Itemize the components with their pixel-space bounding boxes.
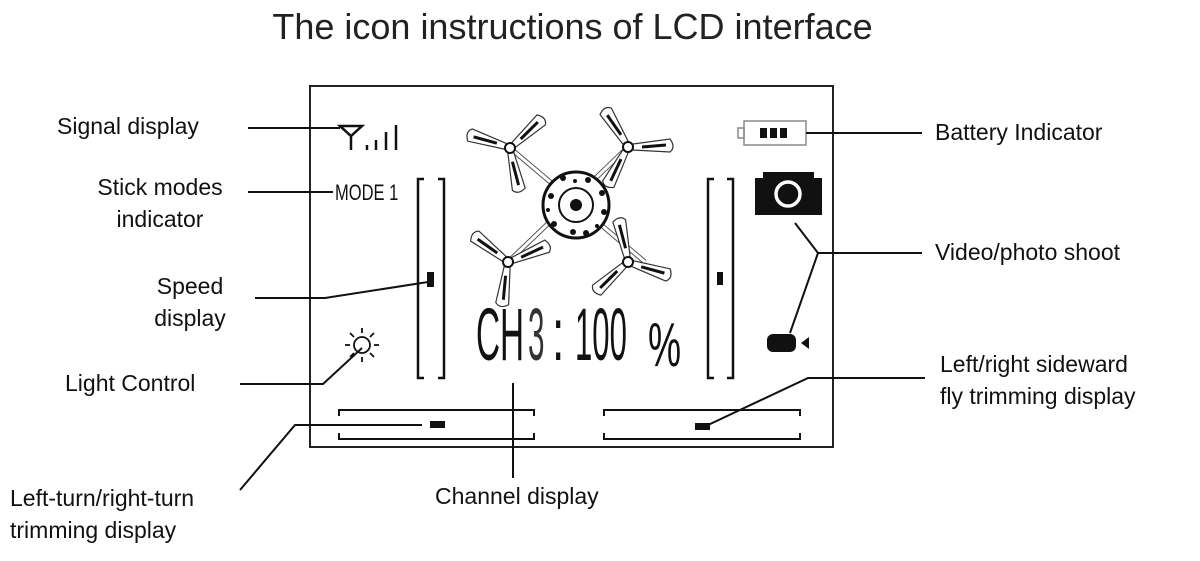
label-line: indicator	[116, 206, 204, 232]
propeller	[470, 230, 551, 308]
left-turn-trim-marker	[430, 421, 445, 428]
label-line: Left-turn/right-turn	[10, 485, 195, 511]
channel-label: CH	[476, 293, 525, 376]
percent-sign: %	[648, 311, 682, 380]
left-turn-trim-bar	[338, 409, 535, 440]
lcd-frame	[309, 85, 834, 448]
propeller-blade-fill	[476, 237, 499, 255]
label-line: display	[154, 305, 226, 331]
leader-lines	[239, 127, 925, 491]
antenna-signal-icon	[336, 124, 398, 150]
propeller	[466, 114, 547, 193]
right-speed-bar	[706, 177, 735, 380]
propeller-blade-fill	[640, 265, 665, 275]
label-line: Stick modes	[97, 174, 223, 200]
propeller-blade-fill	[520, 245, 544, 259]
channel-percent-value: 100	[575, 293, 627, 376]
propeller-blade-fill	[606, 114, 623, 136]
propeller-blade-fill	[510, 161, 521, 186]
propeller-blade-fill	[519, 120, 539, 141]
camera-icon	[755, 172, 822, 215]
channel-colon: :	[552, 293, 565, 376]
propeller	[591, 217, 672, 296]
label-turn-trimming: Left-turn/right-turn trimming display	[10, 482, 194, 546]
propeller-hub	[504, 142, 516, 154]
propeller	[599, 106, 674, 189]
label-channel-display: Channel display	[435, 483, 599, 509]
propeller-blade-fill	[599, 269, 619, 290]
label-sideward-trimming: Left/right sideward fly trimming display	[940, 348, 1136, 412]
right-stick-marker	[717, 272, 723, 285]
light-sun-icon	[345, 328, 379, 362]
propeller-blade-fill	[609, 158, 623, 182]
sideward-trim-bar	[603, 409, 801, 440]
label-battery-indicator: Battery Indicator	[935, 119, 1103, 145]
label-speed-display: Speed display	[140, 270, 240, 334]
video-camera-icon	[767, 334, 809, 352]
left-speed-bar	[416, 177, 446, 380]
label-stick-modes: Stick modes indicator	[80, 171, 240, 235]
diagram-title: The icon instructions of LCD interface	[272, 6, 873, 47]
mode-indicator: MODE 1	[335, 180, 399, 205]
sideward-trim-marker	[695, 423, 710, 430]
propeller-blade-fill	[501, 275, 508, 300]
propeller-hub	[502, 256, 514, 268]
propeller-blade-fill	[617, 224, 628, 249]
label-line: Left/right sideward	[940, 351, 1128, 377]
propeller-hub	[622, 256, 634, 268]
propeller-blade-fill	[473, 135, 498, 145]
label-line: fly trimming display	[940, 383, 1136, 409]
label-line: Speed	[156, 273, 224, 299]
label-line: trimming display	[10, 517, 177, 543]
drone-icon	[466, 106, 674, 308]
label-signal-display: Signal display	[57, 113, 199, 139]
propeller-hub	[622, 141, 634, 153]
label-video-photo: Video/photo shoot	[935, 239, 1121, 265]
propeller-blade-fill	[641, 143, 667, 149]
speed-marker	[427, 272, 434, 287]
channel-number: 3	[528, 293, 545, 376]
label-light-control: Light Control	[65, 370, 196, 396]
battery-icon	[737, 120, 807, 146]
